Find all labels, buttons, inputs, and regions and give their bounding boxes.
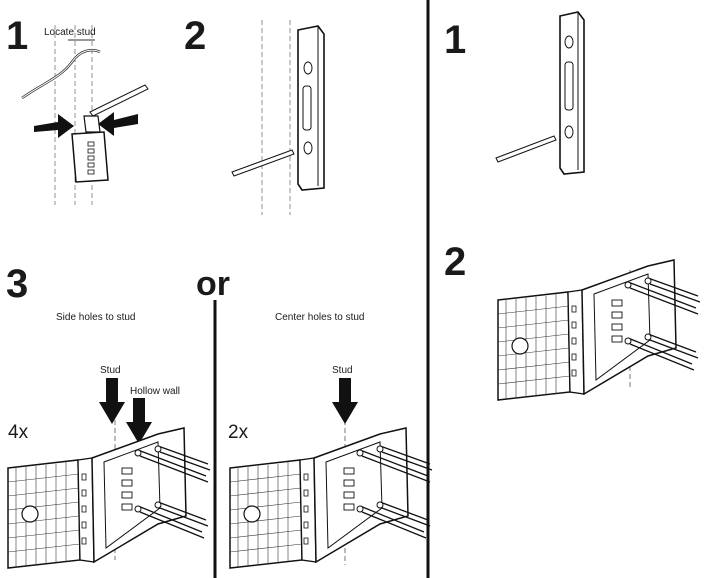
step3-side-holes-illustration [7,378,211,569]
right-step1-level-illustration [495,11,585,175]
locate-stud-label: Locate stud [44,27,96,38]
stud-label-a: Stud [100,365,121,376]
left-step3-number: 3 [6,262,29,306]
right-step2-bracket-illustration [497,259,701,401]
right-step2-number: 2 [444,240,467,284]
stud-label-b: Stud [332,365,353,376]
side-holes-caption: Side holes to stud [56,312,136,323]
count-4x-label: 4x [8,422,29,443]
center-holes-caption: Center holes to stud [275,312,365,323]
left-step1-number: 1 [6,14,29,58]
step3-center-holes-illustration [229,378,433,569]
step1-stud-finder-illustration [21,25,149,205]
hollow-wall-label: Hollow wall [130,386,181,397]
count-2x-label: 2x [228,422,249,443]
step2-level-illustration [231,20,325,215]
right-step1-number: 1 [444,18,467,62]
or-label: or [196,265,230,303]
left-step2-number: 2 [184,14,207,58]
